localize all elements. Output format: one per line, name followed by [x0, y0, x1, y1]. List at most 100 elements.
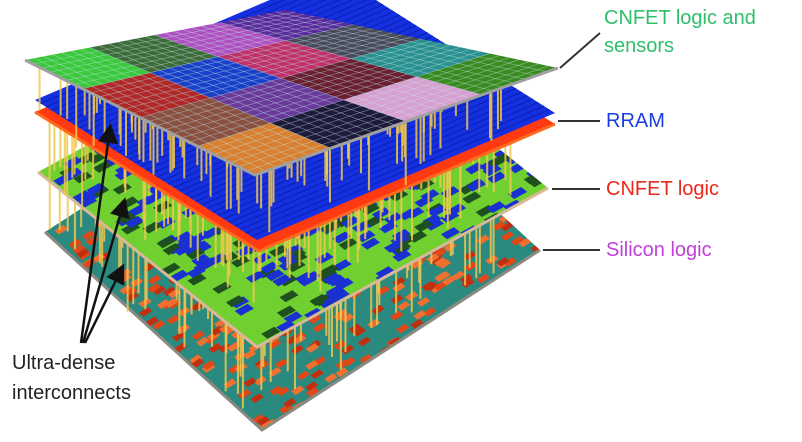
device-cell: [253, 375, 267, 386]
device-cell: [162, 286, 177, 297]
device-cell: [81, 230, 96, 241]
device-cell: [405, 207, 425, 220]
grid-line: [164, 32, 418, 118]
device-cell: [185, 247, 206, 260]
device-cell: [528, 178, 542, 188]
device-cell: [72, 244, 86, 254]
device-cell: [383, 212, 403, 225]
device-cell: [245, 270, 265, 283]
grid-line: [219, 22, 483, 96]
grid-line: [189, 51, 481, 143]
device-cell: [291, 385, 305, 396]
device-cell: [92, 160, 112, 173]
device-cell: [191, 253, 211, 266]
device-cell: [508, 163, 524, 174]
device-cell: [383, 240, 404, 253]
device-cell: [76, 248, 90, 258]
device-cell: [360, 237, 381, 250]
device-cell: [309, 293, 329, 306]
grid-line: [192, 27, 450, 107]
sensor-tile: [82, 72, 211, 118]
device-cell: [290, 344, 304, 355]
rram-stripe: [240, 102, 539, 230]
device-cell: [500, 231, 515, 241]
device-cell: [265, 269, 285, 282]
grid-line: [275, 11, 548, 73]
device-cell: [189, 354, 203, 365]
device-cell: [124, 215, 144, 228]
device-cell: [378, 221, 398, 234]
device-cell: [202, 360, 216, 370]
label-rram: RRAM: [606, 110, 665, 132]
rram-stripe: [245, 105, 545, 234]
device-cell: [156, 236, 176, 249]
device-cell: [433, 257, 448, 267]
grid-line: [182, 29, 440, 111]
label-line: Ultra-dense: [12, 352, 116, 374]
device-cell: [152, 320, 166, 330]
device-cell: [335, 367, 349, 378]
cnfet-logic-layer-edge: [37, 170, 549, 349]
device-cell: [283, 397, 297, 408]
grid-line: [148, 40, 432, 122]
device-cell: [415, 178, 435, 191]
device-cell: [259, 261, 279, 274]
device-cell: [272, 274, 292, 287]
label-cnfet-logic: CNFET logic: [606, 178, 719, 200]
device-cell: [523, 175, 538, 185]
device-cell: [263, 419, 276, 428]
leader-line-cnfet-sensors: [559, 32, 601, 69]
device-cell: [296, 370, 311, 381]
device-cell: [486, 201, 506, 214]
device-cell: [434, 272, 448, 282]
device-cell: [496, 256, 510, 267]
device-cell: [166, 314, 180, 325]
device-cell: [503, 199, 521, 211]
grid-line: [197, 53, 490, 147]
device-cell: [125, 291, 139, 302]
device-cell: [390, 310, 404, 321]
device-cell: [357, 336, 372, 347]
device-cell: [187, 273, 207, 286]
device-cell: [414, 219, 434, 232]
sensor-tile: [210, 78, 344, 124]
device-cell: [298, 274, 318, 287]
top-grid: [33, 11, 549, 172]
device-cell: [191, 330, 205, 341]
grid-line: [222, 59, 520, 159]
device-cell: [410, 318, 424, 329]
device-cell: [54, 224, 68, 235]
device-cell: [352, 326, 367, 337]
device-cell: [261, 326, 281, 339]
device-cell: [420, 189, 440, 202]
device-cell: [179, 235, 199, 248]
device-cell: [156, 216, 176, 229]
device-cell: [208, 343, 222, 354]
device-cell: [235, 244, 256, 257]
grid-line: [238, 63, 539, 168]
sensor-tile: [285, 24, 422, 59]
device-cell: [314, 252, 334, 265]
device-cell: [276, 305, 296, 318]
device-cell: [459, 273, 474, 284]
device-cell: [268, 366, 282, 377]
interconnect-arrow-1: [79, 123, 118, 344]
device-cell: [238, 388, 252, 399]
device-cell: [250, 393, 264, 403]
device-cell: [269, 385, 283, 396]
device-cell: [413, 310, 427, 320]
interconnect-arrow-3: [83, 263, 125, 344]
device-cell: [442, 275, 456, 286]
label-line: sensors: [604, 35, 675, 57]
device-cell: [312, 322, 327, 333]
grid-line: [156, 42, 442, 127]
rram-stripe: [229, 95, 528, 223]
grid-line: [229, 20, 494, 92]
device-cell: [276, 320, 296, 333]
grid-line: [205, 55, 500, 151]
grid-line: [246, 65, 549, 172]
device-cell: [341, 344, 355, 355]
grid-line: [154, 34, 407, 122]
device-cell: [423, 306, 437, 317]
